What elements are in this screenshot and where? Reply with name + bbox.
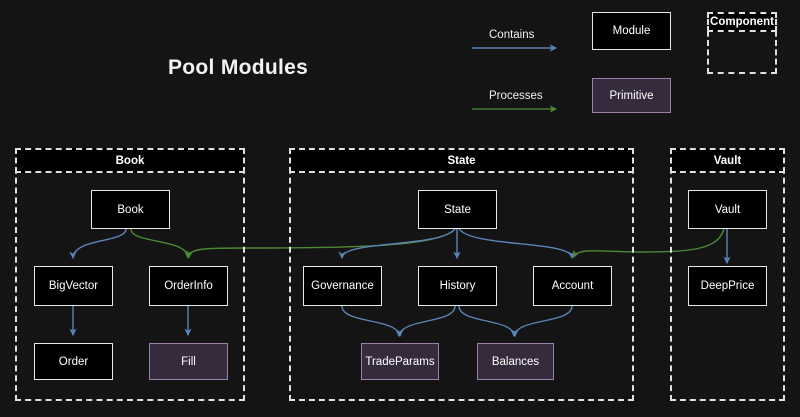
- legend-contains-arrow: [472, 44, 558, 52]
- container-vault-header: Vault: [670, 148, 785, 173]
- node-bigvector[interactable]: BigVector: [34, 266, 113, 306]
- legend-processes-arrow: [472, 105, 558, 113]
- node-book[interactable]: Book: [91, 190, 170, 229]
- node-balances[interactable]: Balances: [477, 343, 554, 380]
- node-order[interactable]: Order: [34, 343, 113, 380]
- legend-contains-label: Contains: [489, 29, 535, 41]
- legend-module-box: Module: [592, 12, 671, 50]
- node-tradeparams[interactable]: TradeParams: [361, 343, 439, 380]
- legend-primitive-box: Primitive: [592, 78, 671, 113]
- node-orderinfo[interactable]: OrderInfo: [149, 266, 228, 306]
- node-deepprice[interactable]: DeepPrice: [688, 266, 767, 306]
- page-title: Pool Modules: [168, 56, 309, 79]
- node-vault[interactable]: Vault: [688, 190, 767, 229]
- node-state[interactable]: State: [418, 190, 497, 229]
- container-state-header: State: [289, 148, 634, 173]
- node-fill[interactable]: Fill: [149, 343, 228, 380]
- node-account[interactable]: Account: [533, 266, 612, 306]
- node-governance[interactable]: Governance: [303, 266, 382, 306]
- container-book-header: Book: [15, 148, 245, 173]
- legend-component-header: Component: [707, 12, 777, 32]
- legend-processes-label: Processes: [489, 90, 543, 102]
- node-history[interactable]: History: [418, 266, 497, 306]
